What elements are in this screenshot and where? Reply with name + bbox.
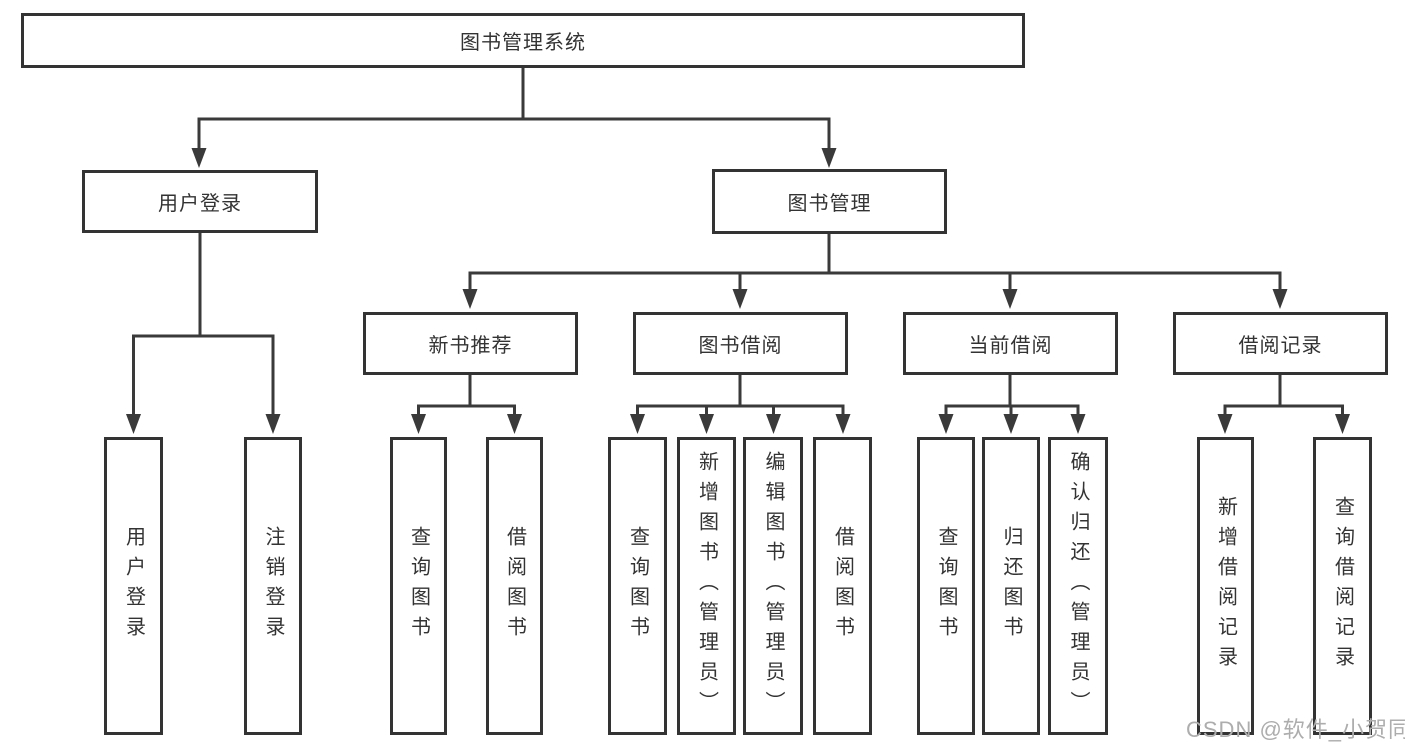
arrowheads xyxy=(126,148,1350,434)
node-book-borrow-label: 图书借阅 xyxy=(698,335,783,357)
leaf-query-book-borrow: 查询图书 xyxy=(608,437,667,735)
leaf-query-book-current-label: 查询图书 xyxy=(935,526,957,646)
leaf-query-book-borrow-label: 查询图书 xyxy=(626,526,649,646)
leaf-borrow-book-borrow: 借阅图书 xyxy=(813,437,872,735)
leaf-logout-login-label: 注销登录 xyxy=(262,526,284,646)
node-borrow-records-label: 借阅记录 xyxy=(1238,335,1323,357)
node-current-borrow-label: 当前借阅 xyxy=(968,335,1053,357)
node-book-borrow: 图书借阅 xyxy=(633,312,848,375)
leaf-logout-login: 注销登录 xyxy=(244,437,302,735)
node-new-book-recommend: 新书推荐 xyxy=(363,312,578,375)
node-user-login-label: 用户登录 xyxy=(158,193,242,215)
leaf-query-book-newbook-label: 查询图书 xyxy=(407,526,430,646)
leaf-borrow-book-newbook: 借阅图书 xyxy=(486,437,543,735)
node-root: 图书管理系统 xyxy=(21,13,1025,68)
leaf-user-login-label: 用户登录 xyxy=(122,526,145,646)
node-new-book-recommend-label: 新书推荐 xyxy=(428,335,513,357)
node-borrow-records: 借阅记录 xyxy=(1173,312,1388,375)
leaf-add-book-admin-label: 新增图书（管理员） xyxy=(695,451,718,721)
leaf-query-borrow-record-label: 查询借阅记录 xyxy=(1331,496,1354,676)
leaf-edit-book-admin-label: 编辑图书（管理员） xyxy=(762,451,784,721)
leaf-confirm-return-admin: 确认归还（管理员） xyxy=(1048,437,1108,735)
leaf-borrow-book-newbook-label: 借阅图书 xyxy=(503,526,526,646)
leaf-query-borrow-record: 查询借阅记录 xyxy=(1313,437,1372,735)
leaf-user-login: 用户登录 xyxy=(104,437,163,735)
leaf-return-book-label: 归还图书 xyxy=(1000,526,1022,646)
leaf-add-book-admin: 新增图书（管理员） xyxy=(677,437,736,735)
node-book-management-label: 图书管理 xyxy=(787,193,872,215)
node-root-label: 图书管理系统 xyxy=(460,32,586,54)
leaf-edit-book-admin: 编辑图书（管理员） xyxy=(743,437,803,735)
leaf-add-borrow-record-label: 新增借阅记录 xyxy=(1214,496,1237,676)
leaf-return-book: 归还图书 xyxy=(982,437,1040,735)
leaf-query-book-current: 查询图书 xyxy=(917,437,975,735)
csdn-watermark: CSDN @软件_小贺同学 xyxy=(1186,717,1405,742)
leaf-borrow-book-borrow-label: 借阅图书 xyxy=(831,526,854,646)
leaf-confirm-return-admin-label: 确认归还（管理员） xyxy=(1067,451,1089,721)
node-current-borrow: 当前借阅 xyxy=(903,312,1118,375)
node-book-management: 图书管理 xyxy=(712,169,947,234)
leaf-add-borrow-record: 新增借阅记录 xyxy=(1197,437,1254,735)
leaf-query-book-newbook: 查询图书 xyxy=(390,437,447,735)
node-user-login: 用户登录 xyxy=(82,170,318,233)
